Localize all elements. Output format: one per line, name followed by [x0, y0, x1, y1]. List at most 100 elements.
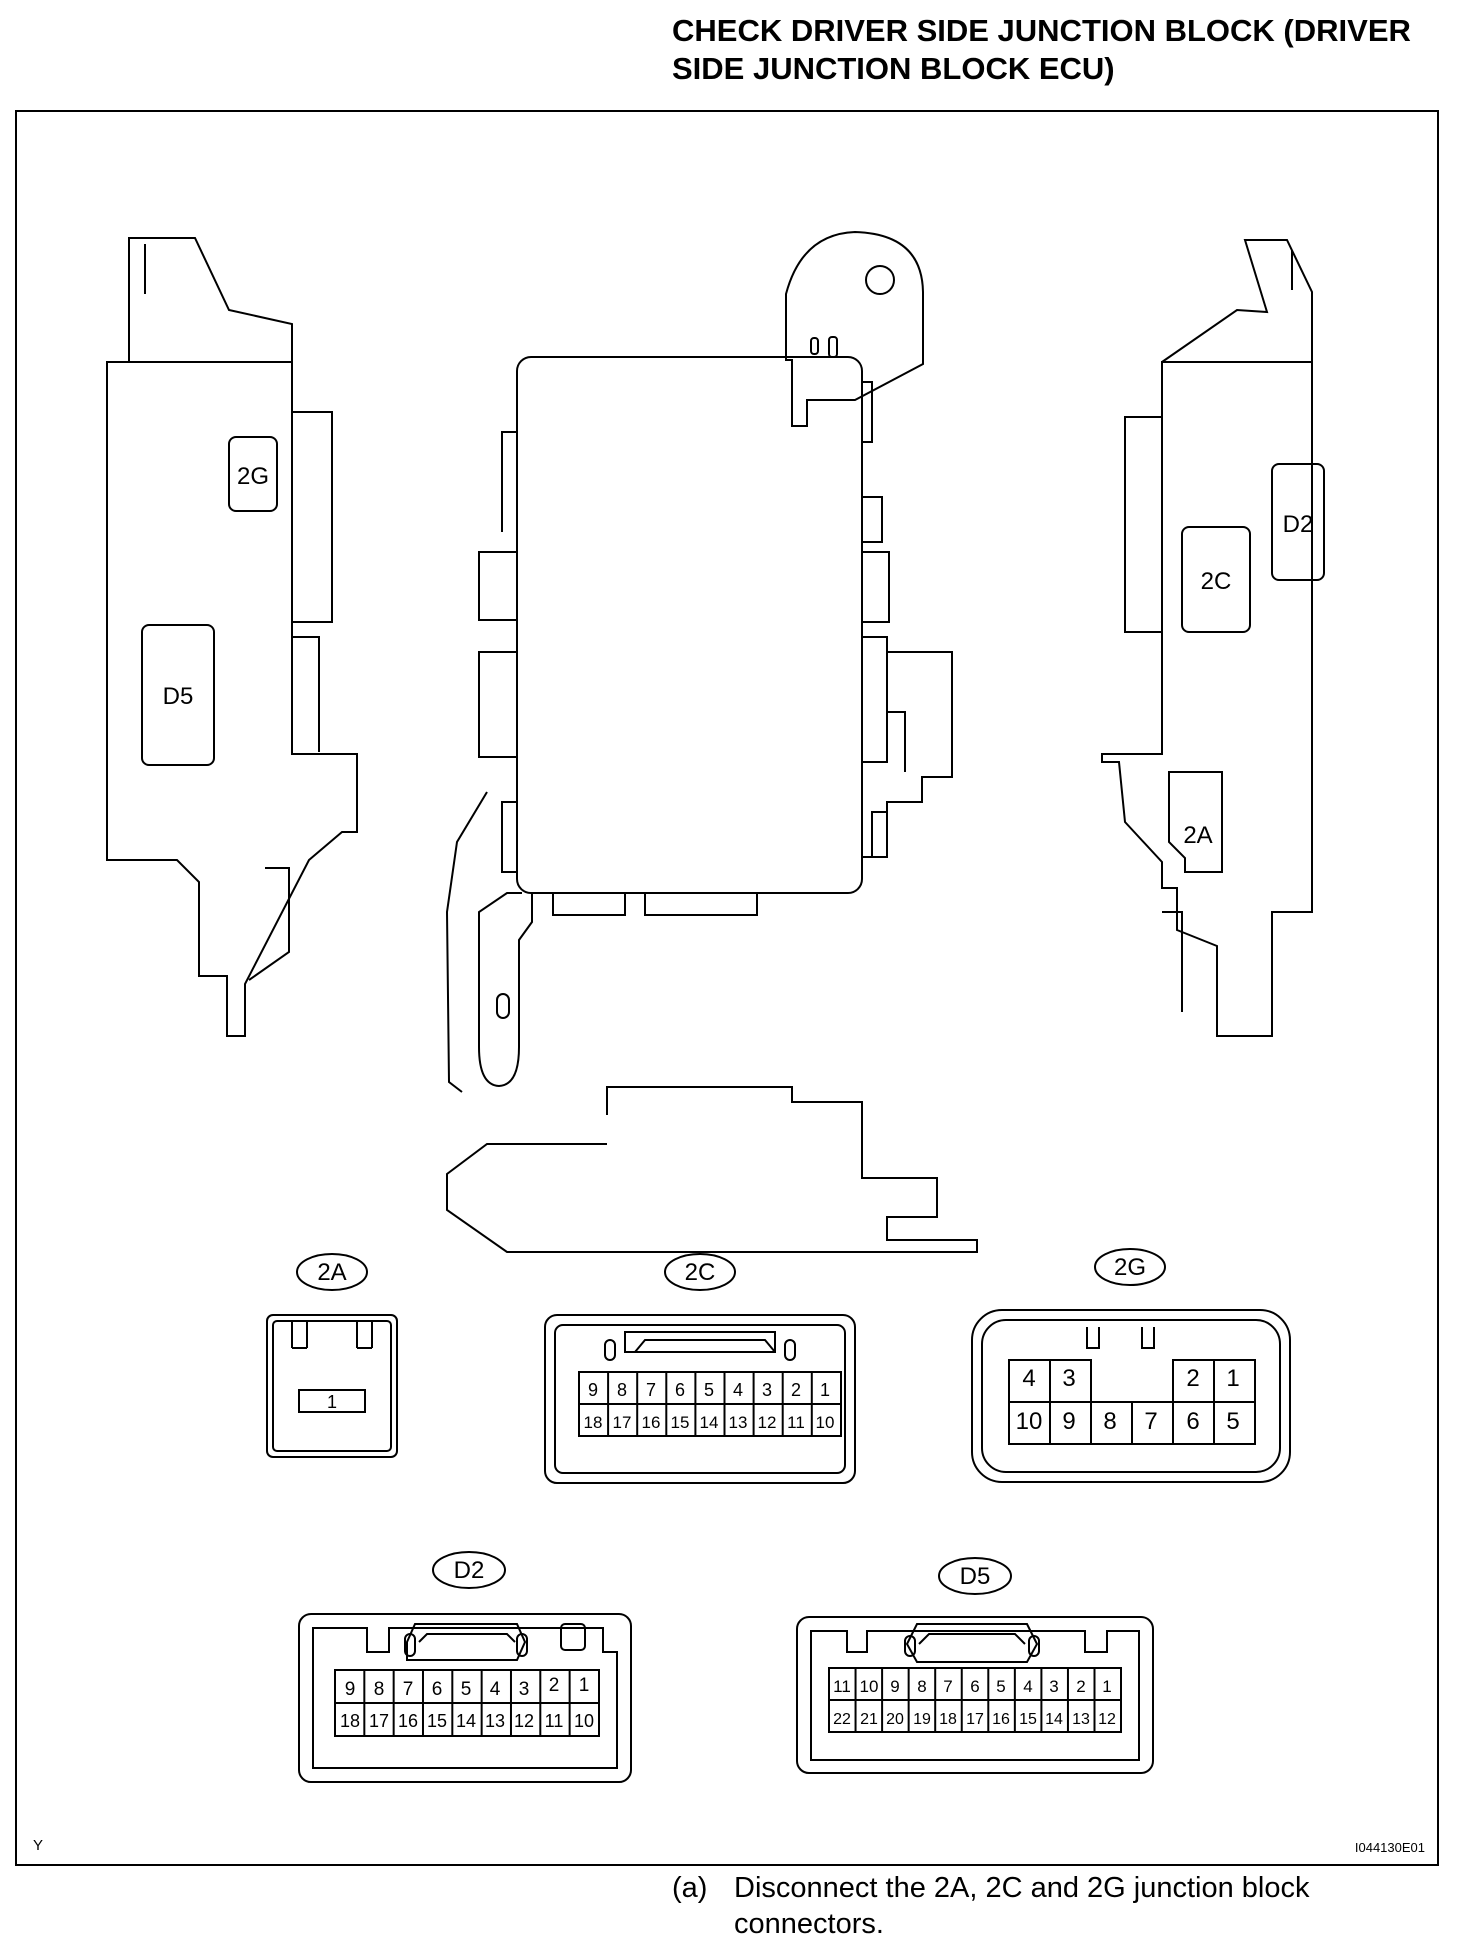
- c2g-pin-r2-4: 6: [1186, 1408, 1199, 1435]
- c2c-pin-r1-3: 6: [675, 1380, 685, 1400]
- d5-pin-r2-4: 18: [939, 1711, 957, 1728]
- c2c-pin-r2-4: 14: [700, 1413, 719, 1432]
- d5-pin-r1-10: 1: [1102, 1677, 1111, 1696]
- c2c-pin-r2-8: 10: [816, 1413, 835, 1432]
- d5-pin-r1-3: 8: [917, 1677, 926, 1696]
- body-label-d5: D5: [163, 683, 194, 710]
- center-ecu: [445, 230, 978, 1253]
- d2-pin-r1-2: 7: [403, 1679, 414, 1700]
- d5-pin-r2-0: 22: [833, 1711, 851, 1728]
- d2-pin-r2-6: 12: [514, 1711, 534, 1731]
- d2-pin-r2-7: 11: [545, 1711, 564, 1731]
- d5-pin-r2-8: 14: [1045, 1711, 1063, 1728]
- d5-pin-r2-1: 21: [860, 1711, 878, 1728]
- d2-pin-r1-1: 8: [374, 1679, 385, 1700]
- c2c-pin-r1-1: 8: [617, 1380, 627, 1400]
- d2-pin-r2-0: 18: [340, 1711, 360, 1731]
- d2-pin-r2-3: 15: [427, 1711, 447, 1731]
- d2-pin-r1-6: 3: [519, 1679, 530, 1700]
- connector-2a-name: 2A: [317, 1259, 346, 1286]
- d2-pin-r1-7: 2: [549, 1675, 560, 1696]
- d5-pin-r2-2: 20: [886, 1711, 904, 1728]
- d2-pin-r1-3: 6: [432, 1679, 443, 1700]
- body-label-2g: 2G: [237, 463, 269, 490]
- body-label-2c: 2C: [1201, 568, 1232, 595]
- d5-pin-r2-5: 17: [966, 1711, 984, 1728]
- d5-pin-r1-0: 11: [833, 1677, 851, 1696]
- connector-2c: 2C 9 8 7 6 5 4 3 2 1 18 17 16 15 14 13 1…: [544, 1253, 856, 1484]
- left-side-view: 2G D5: [106, 237, 358, 1037]
- connector-2g-name: 2G: [1114, 1254, 1146, 1281]
- d2-pin-r1-0: 9: [345, 1679, 356, 1700]
- d5-pin-r2-9: 13: [1072, 1711, 1090, 1728]
- connector-2c-name: 2C: [685, 1259, 716, 1286]
- d5-pin-r1-1: 10: [860, 1677, 879, 1696]
- body-label-2a: 2A: [1183, 822, 1212, 849]
- slot-d2: [1271, 463, 1325, 581]
- pin-cell: [1213, 1401, 1256, 1445]
- connector-d5: D5 11 10 9 8 7 6 5 4 3 2 1 22 21 20 19 1…: [796, 1557, 1154, 1774]
- d2-pin-r2-1: 17: [369, 1711, 389, 1731]
- body-label-d2: D2: [1283, 511, 1314, 538]
- c2g-pin-r1l-1: 3: [1062, 1365, 1075, 1392]
- c2g-pin-r2-1: 9: [1062, 1408, 1075, 1435]
- c2c-pin-r2-1: 17: [613, 1413, 632, 1432]
- c2g-pin-r1r-1: 1: [1226, 1365, 1239, 1392]
- c2g-pin-r2-5: 5: [1226, 1408, 1239, 1435]
- d5-pin-r2-6: 16: [992, 1711, 1010, 1728]
- d5-pin-r1-6: 5: [996, 1677, 1005, 1696]
- step-text: Disconnect the 2A, 2C and 2G junction bl…: [734, 1872, 1310, 1940]
- d2-pin-r2-5: 13: [485, 1711, 505, 1731]
- d5-pin-r2-7: 15: [1019, 1711, 1037, 1728]
- d2-pin-r1-4: 5: [461, 1679, 472, 1700]
- step-label: (a): [672, 1872, 708, 1904]
- c2g-pin-r1l-0: 4: [1022, 1365, 1035, 1392]
- image-code: I044130E01: [1355, 1840, 1425, 1855]
- c2c-pin-r2-6: 12: [758, 1413, 777, 1432]
- d2-pin-r1-8: 1: [579, 1675, 590, 1696]
- d2-pin-r2-8: 10: [574, 1711, 594, 1731]
- c2c-pin-r2-7: 11: [787, 1413, 805, 1432]
- c2g-pin-r2-0: 10: [1016, 1408, 1043, 1435]
- d2-pin-r2-2: 16: [398, 1711, 418, 1731]
- c2g-pin-r2-3: 7: [1144, 1408, 1157, 1435]
- connector-d2: D2 9 8 7 6 5 4 3 2 1 18 17 16 15 14 13 1…: [298, 1551, 632, 1783]
- slot-2a: [1168, 771, 1223, 873]
- junction-block-diagram: 2G D5: [33, 230, 1425, 1855]
- c2c-pin-r1-5: 4: [733, 1380, 743, 1400]
- c2c-pin-r2-2: 16: [642, 1413, 661, 1432]
- d5-pin-r1-8: 3: [1049, 1677, 1058, 1696]
- c2c-pin-r2-5: 13: [729, 1413, 748, 1432]
- connector-2g: 2G 4 3 2 1 10 9 8 7 6 5: [971, 1248, 1291, 1483]
- c2g-pin-r2-2: 8: [1103, 1408, 1116, 1435]
- d5-pin-r1-5: 6: [970, 1677, 979, 1696]
- d5-pin-r1-7: 4: [1023, 1677, 1032, 1696]
- connector-2a: 2A 1: [266, 1253, 398, 1458]
- d5-pin-r2-10: 12: [1098, 1711, 1116, 1728]
- c2c-pin-r1-2: 7: [646, 1380, 656, 1400]
- slot-d5: [141, 624, 215, 766]
- d5-pin-r1-4: 7: [943, 1677, 952, 1696]
- connector-d2-name: D2: [454, 1557, 485, 1584]
- junction-block-figure: 2G D5: [15, 110, 1439, 1866]
- c2c-pin-r2-0: 18: [584, 1413, 603, 1432]
- connector-2a-pin: 1: [327, 1392, 337, 1412]
- c2c-pin-r1-6: 3: [762, 1380, 772, 1400]
- connector-d5-name: D5: [960, 1563, 991, 1590]
- right-side-view: D2 2C 2A: [1101, 239, 1325, 1037]
- d5-pin-r1-2: 9: [890, 1677, 899, 1696]
- c2g-pin-r1r-0: 2: [1186, 1365, 1199, 1392]
- slot-2c: [1181, 526, 1251, 633]
- slot-2g: [228, 436, 278, 512]
- c2c-pin-r1-0: 9: [588, 1380, 598, 1400]
- c2c-pin-r1-8: 1: [820, 1380, 830, 1400]
- c2c-pin-r1-7: 2: [791, 1380, 801, 1400]
- page-title: CHECK DRIVER SIDE JUNCTION BLOCK (DRIVER…: [672, 13, 1411, 86]
- c2c-pin-r1-4: 5: [704, 1380, 714, 1400]
- c2c-pin-r2-3: 15: [671, 1413, 690, 1432]
- d2-pin-r2-4: 14: [456, 1711, 476, 1731]
- corner-code: Y: [33, 1837, 43, 1854]
- d5-pin-r1-9: 2: [1076, 1677, 1085, 1696]
- d2-pin-r1-5: 4: [490, 1679, 501, 1700]
- d5-pin-r2-3: 19: [913, 1711, 931, 1728]
